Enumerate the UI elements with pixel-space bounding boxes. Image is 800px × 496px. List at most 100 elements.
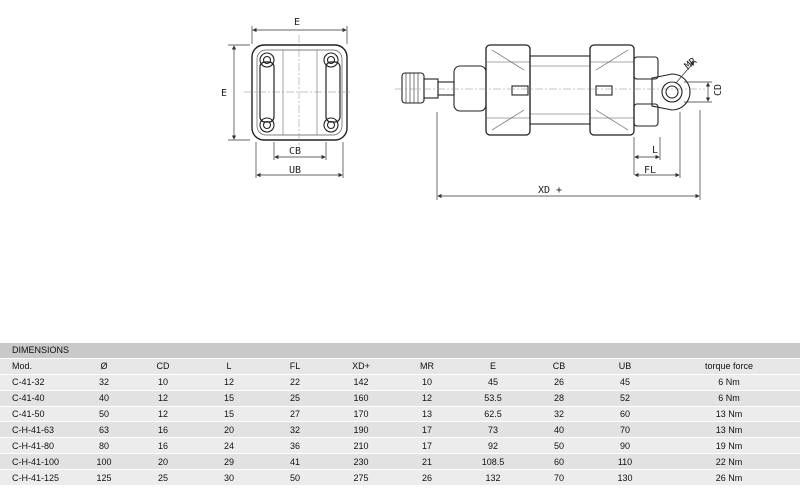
table-cell: 40: [526, 421, 592, 439]
column-header: CD: [130, 358, 196, 375]
table-cell: 16: [130, 437, 196, 455]
column-header: L: [196, 358, 262, 375]
table-cell: 20: [196, 421, 262, 439]
table-cell: 32: [526, 406, 592, 423]
front-view-dimensions: [228, 26, 348, 178]
dim-label-cd: CD: [713, 84, 724, 96]
table-cell: 15: [196, 406, 262, 423]
table-cell: 60: [592, 406, 658, 423]
table-cell: 26: [394, 469, 460, 487]
column-header: CB: [526, 358, 592, 375]
table-cell: 32: [262, 421, 328, 439]
dim-label-l: L: [652, 145, 658, 156]
table-cell: 22: [262, 374, 328, 391]
table-cell: 19 Nm: [658, 437, 800, 455]
table-cell: 170: [328, 406, 394, 423]
column-header: torque force: [658, 358, 800, 375]
table-cell: 80: [78, 437, 130, 455]
table-cell: 25: [262, 390, 328, 407]
table-cell: 50: [78, 406, 130, 423]
column-header: FL: [262, 358, 328, 375]
table-cell: 32: [78, 374, 130, 391]
table-title-row: DIMENSIONS: [0, 343, 800, 359]
table-cell: 30: [196, 469, 262, 487]
table-cell: 230: [328, 453, 394, 471]
table-cell: 100: [78, 453, 130, 471]
table-cell: 15: [196, 390, 262, 407]
table-cell: C-41-40: [0, 390, 78, 407]
column-header: XD+: [328, 358, 394, 375]
table-cell: 17: [394, 421, 460, 439]
table-cell: 110: [592, 453, 658, 471]
table-cell: 190: [328, 421, 394, 439]
dim-label-e-top: E: [294, 17, 300, 28]
table-cell: 275: [328, 469, 394, 487]
table-cell: 92: [460, 437, 526, 455]
technical-drawing: E E CB UB: [221, 17, 724, 200]
table-cell: 12: [130, 390, 196, 407]
table-cell: 41: [262, 453, 328, 471]
table-cell: 10: [130, 374, 196, 391]
table-cell: 50: [262, 469, 328, 487]
dim-label-e-side: E: [221, 88, 227, 99]
dim-label-ub: UB: [289, 165, 301, 176]
side-view-dimensions: [436, 61, 712, 200]
table-cell: C-H-41-125: [0, 469, 78, 487]
table-cell: 22 Nm: [658, 453, 800, 471]
dim-label-cb: CB: [289, 146, 301, 157]
table-cell: 45: [460, 374, 526, 391]
side-view: [395, 44, 705, 136]
table-cell: 70: [526, 469, 592, 487]
table-cell: 13 Nm: [658, 421, 800, 439]
table-cell: 13: [394, 406, 460, 423]
table-cell: 108.5: [460, 453, 526, 471]
table-cell: 28: [526, 390, 592, 407]
table-cell: C-H-41-63: [0, 421, 78, 439]
dim-label-fl: FL: [644, 165, 656, 176]
table-cell: 12: [130, 406, 196, 423]
table-cell: 45: [592, 374, 658, 391]
front-view: [244, 35, 352, 148]
dim-label-mr: MR: [683, 55, 700, 72]
table-cell: 6 Nm: [658, 390, 800, 407]
column-header: MR: [394, 358, 460, 375]
table-title: DIMENSIONS: [0, 343, 800, 359]
table-cell: 12: [196, 374, 262, 391]
table-cell: 21: [394, 453, 460, 471]
table-cell: 160: [328, 390, 394, 407]
table-cell: 17: [394, 437, 460, 455]
table-cell: 60: [526, 453, 592, 471]
table-cell: 90: [592, 437, 658, 455]
table-cell: 36: [262, 437, 328, 455]
table-cell: 26 Nm: [658, 469, 800, 487]
table-cell: 62.5: [460, 406, 526, 423]
table-cell: 63: [78, 421, 130, 439]
table-cell: C-H-41-80: [0, 437, 78, 455]
table-cell: C-41-50: [0, 406, 78, 423]
table-cell: 6 Nm: [658, 374, 800, 391]
table-cell: 52: [592, 390, 658, 407]
table-cell: 27: [262, 406, 328, 423]
table-cell: 24: [196, 437, 262, 455]
table-cell: 73: [460, 421, 526, 439]
column-header: UB: [592, 358, 658, 375]
table-cell: 20: [130, 453, 196, 471]
table-cell: C-H-41-100: [0, 453, 78, 471]
table-cell: 12: [394, 390, 460, 407]
table-cell: 29: [196, 453, 262, 471]
dim-label-xd: XD +: [538, 185, 562, 196]
table-cell: 142: [328, 374, 394, 391]
table-cell: 53.5: [460, 390, 526, 407]
table-cell: 16: [130, 421, 196, 439]
table-cell: 40: [78, 390, 130, 407]
column-header: Mod.: [0, 358, 78, 375]
